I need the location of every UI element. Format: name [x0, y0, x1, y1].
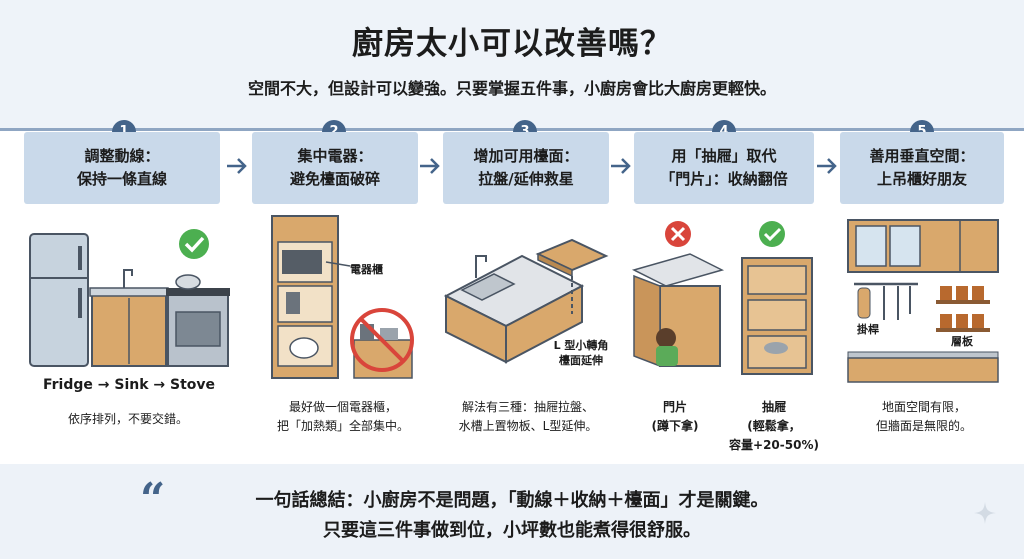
sink-cabinet-icon [89, 269, 169, 367]
fridge-icon [29, 233, 89, 367]
drawer-note-text-2: 容量+20-50%) [729, 438, 819, 452]
panel-2-caption-line2: 把「加熱類」全部集中。 [276, 419, 409, 433]
shelf-label: 層板 [951, 335, 973, 348]
appliance-cabinet-illustration [271, 215, 414, 379]
extension-board-icon [535, 238, 609, 314]
step-5-line2: 上吊櫃好朋友 [876, 170, 967, 188]
l-corner-label-line2: 檯面延伸 [559, 354, 603, 367]
sparkle-icon [974, 502, 996, 524]
step-1-box: 調整動線： 保持一條直線 [24, 132, 220, 204]
summary-line-2: 只要這三件事做到位，小坪數也能煮得很舒服。 [323, 520, 701, 541]
no-clutter-icon [350, 308, 414, 379]
step-4-line1: 用「抽屜」取代 [671, 147, 777, 165]
arrow-right-icon [420, 158, 440, 174]
panel-3-caption: 解法有三種：抽屜拉盤、 水槽上置物板、L型延伸。 [440, 398, 616, 436]
header-band [0, 0, 1024, 128]
base-counter-icon [847, 351, 999, 383]
panel-5-caption-line2: 但牆面是無限的。 [875, 419, 972, 433]
tall-cabinet-icon [271, 215, 339, 379]
quote-icon: “ [140, 474, 166, 525]
appliance-cabinet-label: 電器櫃 [350, 263, 383, 276]
step-1-line1: 調整動線： [84, 147, 160, 165]
arrow-right-icon [817, 158, 837, 174]
panel-5-caption-line1: 地面空間有限， [881, 400, 966, 414]
drawer-title: 抽屜 [761, 400, 786, 414]
step-3-line1: 增加可用檯面： [473, 147, 579, 165]
drawer-cabinet-icon [741, 257, 813, 375]
utensil-rail-icon [854, 282, 918, 320]
rail-label: 掛桿 [857, 323, 879, 336]
spice-shelf-icon [936, 286, 990, 332]
counter-icon [443, 254, 585, 364]
step-5-box: 善用垂直空間： 上吊櫃好朋友 [840, 132, 1004, 204]
step-2-line2: 避免檯面破碎 [289, 170, 380, 188]
panel-3-caption-line1: 解法有三種：抽屜拉盤、 [461, 400, 594, 414]
drawer-note: 抽屜 (輕鬆拿， 容量+20-50%) [728, 398, 820, 455]
page-subtitle: 空間不大，但設計可以變強。只要掌握五件事，小廚房會比大廚房更輕快。 [247, 79, 776, 98]
step-1-line2: 保持一條直線 [76, 170, 167, 188]
step-4-box: 用「抽屜」取代 「門片」：收納翻倍 [634, 132, 814, 204]
panel-2-caption-line1: 最好做一個電器櫃， [288, 400, 397, 414]
arrow-right-icon [611, 158, 631, 174]
step-3-line2: 拉盤/延伸救星 [478, 170, 574, 188]
summary-line-1: 一句話總結：小廚房不是問題，「動線＋收納＋檯面」才是關鍵。 [255, 490, 769, 511]
step-5-line1: 善用垂直空間： [869, 147, 975, 165]
drawer-note-text: (輕鬆拿， [747, 419, 801, 433]
check-icon [179, 229, 209, 259]
flow-sequence: Fridge → Sink → Stove [42, 377, 216, 393]
cross-icon [665, 221, 691, 247]
door-cabinet-icon [631, 253, 725, 368]
step-2-box: 集中電器： 避免檯面破碎 [252, 132, 418, 204]
drawer-vs-door-illustration [631, 221, 813, 375]
summary-footer [0, 464, 1024, 559]
step-4-line2: 「門片」：收納翻倍 [660, 170, 788, 188]
l-shaped-counter-illustration [443, 238, 609, 364]
panel-3-caption-line2: 水槽上置物板、L型延伸。 [458, 419, 598, 433]
panel-2-caption: 最好做一個電器櫃， 把「加熱類」全部集中。 [258, 398, 428, 436]
door-title: 門片 [662, 400, 687, 414]
step-2-line1: 集中電器： [297, 147, 373, 165]
stove-icon [166, 274, 230, 367]
door-note-text: (蹲下拿) [651, 419, 699, 433]
l-corner-label-line1: L 型小轉角 [553, 339, 609, 352]
straight-line-kitchen-illustration [29, 229, 230, 367]
vertical-storage-illustration [847, 219, 999, 383]
check-icon [759, 221, 785, 247]
page-title: 廚房太小可以改善嗎？ [352, 26, 672, 62]
wall-cabinet-icon [847, 219, 999, 273]
arrow-right-icon [227, 158, 247, 174]
step-3-box: 增加可用檯面： 拉盤/延伸救星 [443, 132, 609, 204]
l-corner-label: L 型小轉角 檯面延伸 [546, 338, 616, 368]
header-divider [0, 128, 1024, 131]
panel-1-caption: 依序排列，不要交錯。 [67, 412, 188, 426]
panel-5-caption: 地面空間有限， 但牆面是無限的。 [844, 398, 1004, 436]
door-note: 門片 (蹲下拿) [640, 398, 710, 436]
